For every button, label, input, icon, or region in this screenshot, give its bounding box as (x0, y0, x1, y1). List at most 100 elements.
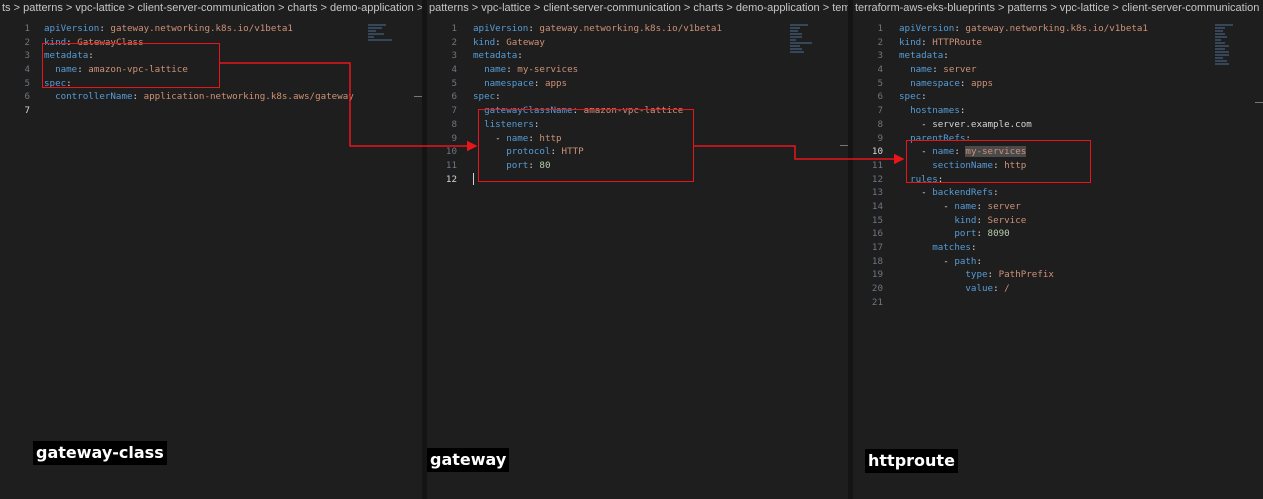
code-line[interactable]: 12 (427, 173, 848, 187)
code-line[interactable]: 15 kind: Service (853, 214, 1263, 228)
line-text[interactable]: name: my-services (484, 64, 579, 76)
pane-divider[interactable] (848, 0, 853, 499)
code-line[interactable]: 5 namespace: apps (427, 77, 848, 91)
line-text[interactable] (473, 173, 474, 187)
line-text[interactable]: sectionName: http (932, 159, 1027, 171)
code-line[interactable]: 6 controllerName: application-networking… (0, 90, 422, 104)
code-line[interactable]: 20 value: / (853, 282, 1263, 296)
code-line[interactable]: 10 protocol: HTTP (427, 145, 848, 159)
code-line[interactable]: 4 name: my-services (427, 63, 848, 77)
line-text[interactable]: type: PathPrefix (965, 269, 1054, 281)
code-line[interactable]: 16 port: 8090 (853, 227, 1263, 241)
line-number: 7 (24, 105, 30, 117)
line-text[interactable]: port: 8090 (954, 228, 1010, 240)
line-number: 18 (871, 255, 883, 267)
line-number: 11 (445, 159, 457, 171)
code-line[interactable]: 11 sectionName: http (853, 159, 1263, 173)
line-text[interactable]: kind: Gateway (473, 36, 545, 48)
code-line[interactable]: 4 name: server (853, 63, 1263, 77)
line-text[interactable]: namespace: apps (484, 77, 568, 89)
code-line[interactable]: 17 matches: (853, 241, 1263, 255)
line-number: 8 (877, 118, 883, 130)
line-text[interactable]: hostnames: (910, 105, 966, 117)
line-number: 13 (871, 187, 883, 199)
line-number: 4 (24, 64, 30, 76)
line-text[interactable]: spec: (44, 77, 72, 89)
line-text[interactable]: - name: my-services (899, 146, 1027, 158)
line-number: 8 (451, 118, 457, 130)
line-text[interactable]: metadata: (473, 50, 523, 62)
line-text[interactable]: apiVersion: gateway.networking.k8s.io/v1… (899, 23, 1148, 34)
line-number: 7 (451, 105, 457, 117)
minimap[interactable] (790, 24, 816, 54)
line-text[interactable]: spec: (473, 91, 501, 103)
line-text[interactable]: - backendRefs: (899, 187, 999, 199)
code-line[interactable]: 1 apiVersion: gateway.networking.k8s.io/v… (0, 22, 422, 36)
line-text[interactable]: metadata: (44, 50, 94, 62)
line-text[interactable]: port: 80 (506, 159, 551, 171)
line-text[interactable]: matches: (932, 242, 977, 253)
line-text[interactable]: namespace: apps (910, 77, 994, 89)
code-line[interactable]: 4 name: amazon-vpc-lattice (0, 63, 422, 77)
code-line[interactable]: 19 type: PathPrefix (853, 268, 1263, 282)
line-text[interactable]: spec: (899, 91, 927, 103)
code-line[interactable]: 13 - backendRefs: (853, 186, 1263, 200)
line-number: 2 (24, 36, 30, 48)
line-text[interactable]: metadata: (899, 50, 949, 62)
code-line[interactable]: 2 kind: GatewayClass (0, 36, 422, 50)
line-number: 9 (877, 132, 883, 144)
editor-pane-httproute: terraform-aws-eks-blueprints > patterns … (853, 0, 1263, 499)
line-text[interactable]: parentRefs: (910, 132, 971, 144)
line-number: 10 (871, 146, 883, 158)
line-text[interactable]: kind: Service (954, 214, 1027, 226)
breadcrumb[interactable]: patterns > vpc-lattice > client-server-c… (427, 0, 848, 17)
code-line[interactable]: 5 namespace: apps (853, 77, 1263, 91)
code-line[interactable]: 9 parentRefs: (853, 132, 1263, 146)
line-number: 2 (451, 36, 457, 48)
code-line[interactable]: 12 rules: (853, 173, 1263, 187)
line-number: 6 (24, 91, 30, 103)
line-text[interactable]: kind: HTTPRoute (899, 36, 983, 48)
line-text[interactable]: gatewayClassName: amazon-vpc-lattice (484, 105, 684, 117)
line-text[interactable]: listeners: (484, 118, 540, 130)
code-line[interactable]: 14 - name: server (853, 200, 1263, 214)
line-text[interactable]: apiVersion: gateway.networking.k8s.io/v1… (44, 23, 293, 34)
line-number: 4 (451, 64, 457, 76)
code-line[interactable]: 18 - path: (853, 255, 1263, 269)
line-text[interactable]: apiVersion: gateway.networking.k8s.io/v1… (473, 23, 722, 34)
line-text[interactable]: controllerName: application-networking.k… (55, 91, 354, 103)
line-text[interactable]: - server.example.com (899, 118, 1032, 130)
line-number: 1 (24, 23, 30, 34)
minimap[interactable] (1215, 24, 1241, 66)
line-text[interactable]: - name: server (899, 200, 1021, 212)
code-line[interactable]: 8 - server.example.com (853, 118, 1263, 132)
scrollbar-marker (414, 96, 422, 97)
line-text[interactable]: rules: (910, 173, 944, 185)
code-line[interactable]: 2 kind: Gateway (427, 36, 848, 50)
line-text[interactable]: protocol: HTTP (506, 146, 584, 158)
minimap[interactable] (368, 24, 394, 42)
code-line[interactable]: 7 hostnames: (853, 104, 1263, 118)
code-line[interactable]: 7 (0, 104, 422, 118)
code-line[interactable]: 11 port: 80 (427, 159, 848, 173)
line-text[interactable]: name: server (910, 64, 977, 76)
line-text[interactable]: - name: http (473, 132, 562, 144)
line-text[interactable]: - path: (899, 255, 983, 267)
breadcrumb[interactable]: ts > patterns > vpc-lattice > client-ser… (0, 0, 422, 17)
pane-divider[interactable] (422, 0, 427, 499)
code-line[interactable]: 21 (853, 296, 1263, 310)
line-text[interactable]: name: amazon-vpc-lattice (55, 64, 188, 76)
pane-label: gateway (427, 448, 510, 472)
breadcrumb[interactable]: terraform-aws-eks-blueprints > patterns … (853, 0, 1263, 17)
line-text[interactable]: kind: GatewayClass (44, 36, 144, 48)
line-text[interactable]: value: / (965, 283, 1010, 295)
